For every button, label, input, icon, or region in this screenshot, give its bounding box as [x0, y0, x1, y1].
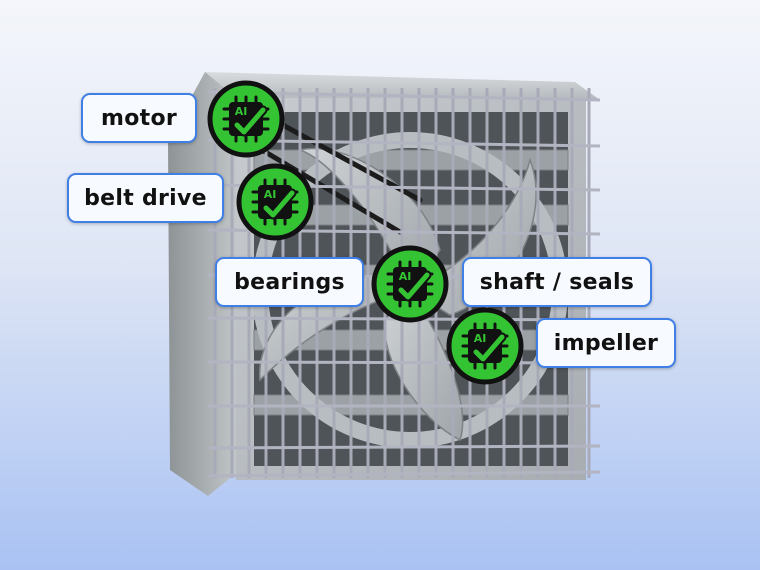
ai-chip-check-icon: AI	[236, 163, 314, 241]
svg-text:AI: AI	[399, 270, 412, 283]
label-impeller: impeller	[536, 318, 676, 368]
svg-text:AI: AI	[264, 188, 277, 201]
ai-chip-check-icon: AI	[446, 307, 524, 385]
ai-chip-check-icon: AI	[207, 80, 285, 158]
label-bearings: bearings	[215, 257, 364, 307]
svg-text:AI: AI	[235, 105, 248, 118]
label-belt-drive: belt drive	[67, 173, 224, 223]
svg-text:AI: AI	[474, 332, 487, 345]
label-motor: motor	[81, 93, 197, 143]
label-shaft-seals: shaft / seals	[462, 257, 652, 307]
ai-chip-check-icon: AI	[371, 245, 449, 323]
